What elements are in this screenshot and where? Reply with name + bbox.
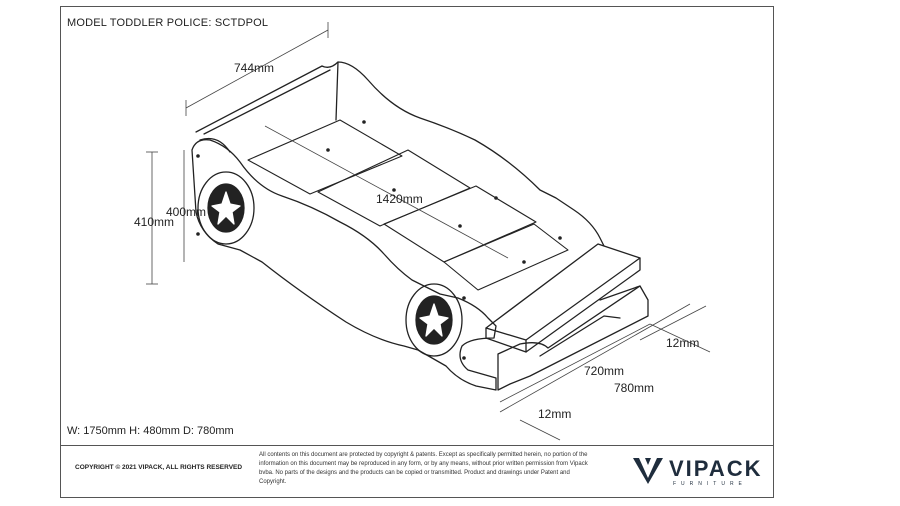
front-wheel-graphic bbox=[405, 283, 463, 357]
overall-dimensions: W: 1750mm H: 480mm D: 780mm bbox=[67, 425, 234, 437]
brand-logo-block: VIPACK FURNITURE bbox=[631, 452, 771, 492]
dimension-labels: 744mm 1420mm 400mm 410mm 12mm 720mm 780m… bbox=[134, 61, 699, 421]
footer-divider bbox=[61, 445, 773, 446]
legal-notice: All contents on this document are protec… bbox=[259, 452, 588, 485]
slat bbox=[443, 223, 569, 291]
drawing-sheet: MODEL TODDLER POLICE: SCTDPOL W: 1750mm … bbox=[60, 6, 774, 498]
dim-width-top: 744mm bbox=[234, 61, 274, 75]
model-title: MODEL TODDLER POLICE: SCTDPOL bbox=[67, 17, 269, 29]
dim-thickness-side: 12mm bbox=[666, 336, 699, 350]
bed-slats bbox=[247, 119, 569, 291]
bumper-grill bbox=[497, 285, 649, 391]
slat bbox=[383, 185, 537, 263]
rear-wheel-graphic bbox=[197, 171, 255, 245]
brand-name: VIPACK bbox=[669, 456, 763, 481]
dim-depth-outer: 780mm bbox=[614, 381, 654, 395]
front-side-panel bbox=[191, 139, 497, 391]
vipack-v-icon bbox=[633, 458, 663, 484]
dim-height-outer: 410mm bbox=[134, 215, 174, 229]
brand-subtitle: FURNITURE bbox=[673, 481, 747, 487]
bolt-holes bbox=[196, 120, 562, 360]
dim-depth-inner: 720mm bbox=[584, 364, 624, 378]
dim-thickness-bottom: 12mm bbox=[538, 407, 571, 421]
copyright-notice: COPYRIGHT © 2021 VIPACK, ALL RIGHTS RESE… bbox=[75, 464, 243, 471]
dim-height-inner: 400mm bbox=[166, 205, 206, 219]
dim-length: 1420mm bbox=[376, 192, 423, 206]
slat bbox=[317, 149, 471, 227]
slat bbox=[247, 119, 403, 195]
